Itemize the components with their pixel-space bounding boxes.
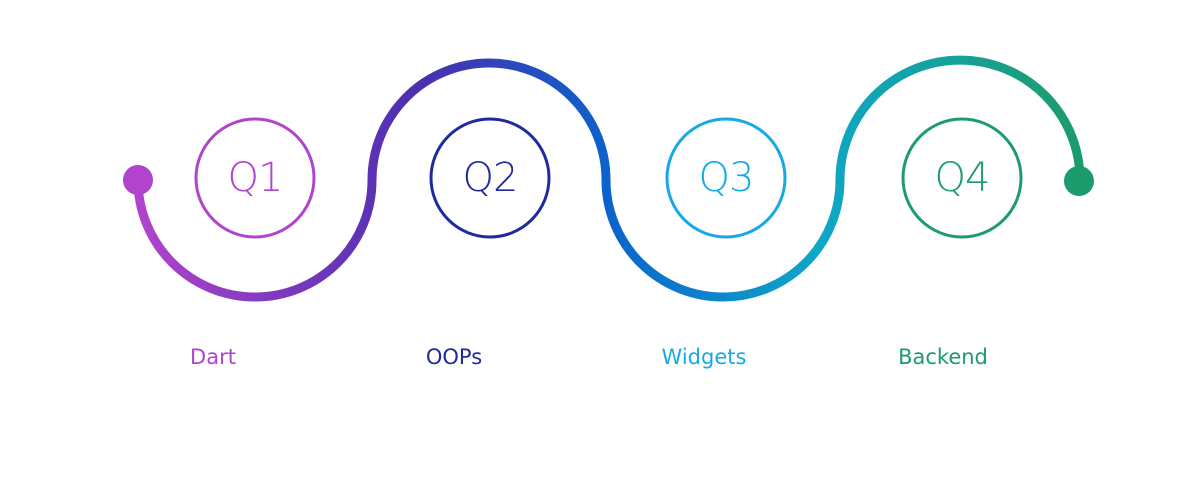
q3-circle — [665, 117, 787, 239]
q4-label: Q4 — [935, 155, 990, 201]
q2-topic: OOPs — [426, 345, 482, 369]
q2-label: Q2 — [463, 155, 518, 201]
step-q1: Q1 Dart — [190, 117, 316, 369]
wave-path — [133, 55, 1085, 302]
end-dot — [1064, 166, 1094, 196]
step-q2: Q2 OOPs — [426, 117, 551, 369]
q4-circle — [901, 117, 1023, 239]
step-q3: Q3 Widgets — [662, 117, 787, 369]
q1-label: Q1 — [228, 155, 283, 201]
q4-topic: Backend — [898, 345, 988, 369]
start-dot — [123, 165, 153, 195]
step-q4: Q4 Backend — [898, 117, 1023, 369]
q1-circle — [194, 117, 316, 239]
q3-label: Q3 — [699, 155, 754, 201]
q3-topic: Widgets — [662, 345, 747, 369]
q2-circle — [429, 117, 551, 239]
q1-topic: Dart — [190, 345, 236, 369]
